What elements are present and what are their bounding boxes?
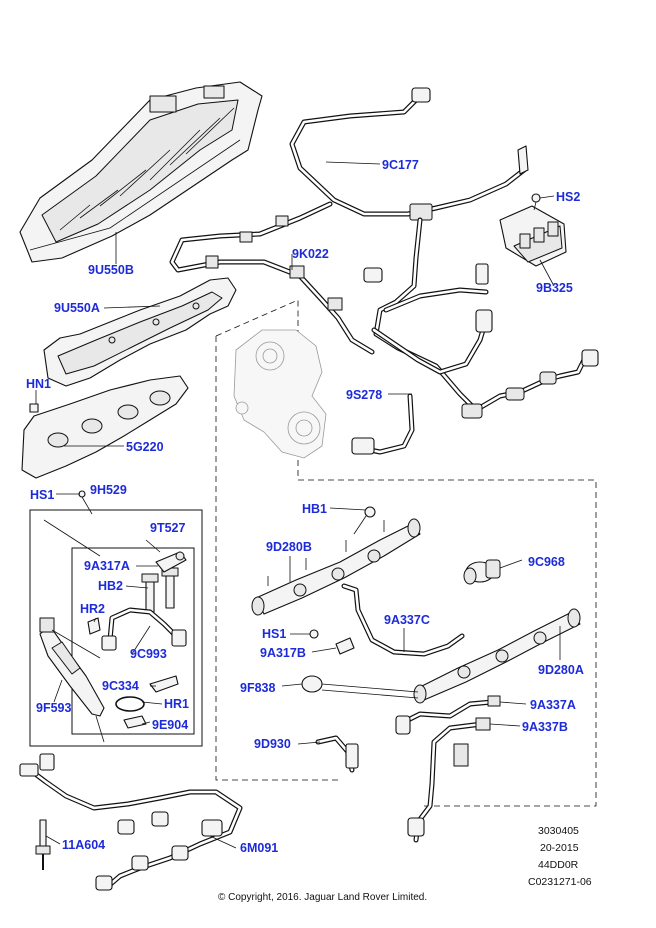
- pressure-sensor-9f838[interactable]: [301, 675, 419, 699]
- fuel-injector-9f593[interactable]: [39, 617, 105, 743]
- label-hs2[interactable]: HS2: [556, 190, 580, 204]
- label-hr2[interactable]: HR2: [80, 602, 105, 616]
- glow-plug-11a604[interactable]: [35, 819, 51, 870]
- info-line-4: C0231271-06: [528, 876, 592, 888]
- label-11a604[interactable]: 11A604: [62, 838, 105, 852]
- info-line-1: 3030405: [538, 825, 579, 837]
- fuel-pipe-9a337b[interactable]: [407, 717, 491, 843]
- label-9s278[interactable]: 9S278: [346, 388, 382, 402]
- label-9f838[interactable]: 9F838: [240, 681, 275, 695]
- injector-bolts-hb2[interactable]: [141, 567, 179, 613]
- label-9h529[interactable]: 9H529: [90, 483, 127, 497]
- label-hb1[interactable]: HB1: [302, 502, 327, 516]
- clip-9c334[interactable]: [149, 675, 179, 693]
- high-pressure-pump-group-outline: [215, 299, 597, 807]
- label-9t527[interactable]: 9T527: [150, 521, 185, 535]
- washer-hr2[interactable]: [87, 617, 101, 635]
- label-9d930[interactable]: 9D930: [254, 737, 291, 751]
- high-pressure-fuel-pump: [233, 329, 327, 459]
- label-9a337a[interactable]: 9A337A: [530, 698, 576, 712]
- engine-cover-9u550b[interactable]: [19, 81, 263, 263]
- label-hs1-mid[interactable]: HS1: [262, 627, 286, 641]
- bolt-hs1-mid[interactable]: [309, 629, 319, 639]
- diagram-info-block: 3030405 20-2015 44DD0R C0231271-06: [528, 825, 592, 888]
- pressure-regulator-9c968[interactable]: [463, 559, 501, 585]
- label-9c993[interactable]: 9C993: [130, 647, 167, 661]
- bracket-9b325[interactable]: [499, 205, 567, 267]
- part-labels: 9U550B 9U550A HN1 5G220 HS1 9H529 9T527 …: [26, 158, 584, 855]
- label-hs1-top[interactable]: HS1: [30, 488, 54, 502]
- label-9a337b[interactable]: 9A337B: [522, 720, 568, 734]
- seal-9e904[interactable]: [123, 715, 147, 729]
- label-9d280b[interactable]: 9D280B: [266, 540, 312, 554]
- leader-lines: [35, 161, 561, 849]
- label-9a317a[interactable]: 9A317A: [84, 559, 130, 573]
- heat-shield-9u550a[interactable]: [43, 277, 237, 387]
- nut-hn1[interactable]: [29, 403, 39, 413]
- label-9a337c[interactable]: 9A337C: [384, 613, 430, 627]
- gasket-5g220[interactable]: [21, 375, 189, 479]
- label-6m091[interactable]: 6M091: [240, 841, 278, 855]
- info-line-2: 20-2015: [540, 842, 579, 854]
- label-5g220[interactable]: 5G220: [126, 440, 164, 454]
- label-9k022[interactable]: 9K022: [292, 247, 329, 261]
- label-9u550a[interactable]: 9U550A: [54, 301, 100, 315]
- label-hn1[interactable]: HN1: [26, 377, 51, 391]
- fuel-rail-9d280a[interactable]: [413, 608, 581, 704]
- label-9c177[interactable]: 9C177: [382, 158, 419, 172]
- leak-off-pipe-9c993[interactable]: [101, 607, 187, 651]
- fuel-rail-9d280b[interactable]: [251, 518, 421, 616]
- label-9f593[interactable]: 9F593: [36, 701, 71, 715]
- injector-subgroup-box: [71, 547, 195, 735]
- label-9b325[interactable]: 9B325: [536, 281, 573, 295]
- harness-9d930[interactable]: [315, 715, 411, 773]
- label-9c334[interactable]: 9C334: [102, 679, 139, 693]
- fuel-pipe-9a337c[interactable]: [341, 583, 465, 657]
- label-9e904[interactable]: 9E904: [152, 718, 188, 732]
- label-9a317b[interactable]: 9A317B: [260, 646, 306, 660]
- bolt-hs2[interactable]: [531, 193, 541, 211]
- label-9c968[interactable]: 9C968: [528, 555, 565, 569]
- fuel-pipe-9a337a[interactable]: [401, 695, 501, 725]
- label-hr1[interactable]: HR1: [164, 697, 189, 711]
- bolt-hb1[interactable]: [353, 506, 376, 535]
- fuel-pipe-9k022[interactable]: [169, 201, 375, 355]
- copyright-notice: © Copyright, 2016. Jaguar Land Rover Lim…: [218, 892, 427, 903]
- info-line-3: 44DD0R: [538, 859, 579, 871]
- label-hb2[interactable]: HB2: [98, 579, 123, 593]
- clamp-9a317b[interactable]: [335, 637, 355, 655]
- injector-group-box: [29, 509, 203, 747]
- label-9u550b[interactable]: 9U550B: [88, 263, 134, 277]
- clamp-9a317a[interactable]: [155, 551, 187, 573]
- wiring-harness-6m091[interactable]: [19, 753, 243, 891]
- fuel-pipe-9s278[interactable]: [351, 217, 599, 455]
- label-9d280a[interactable]: 9D280A: [538, 663, 584, 677]
- fuel-pipe-9c177[interactable]: [289, 87, 529, 221]
- o-ring-hr1[interactable]: [115, 696, 145, 712]
